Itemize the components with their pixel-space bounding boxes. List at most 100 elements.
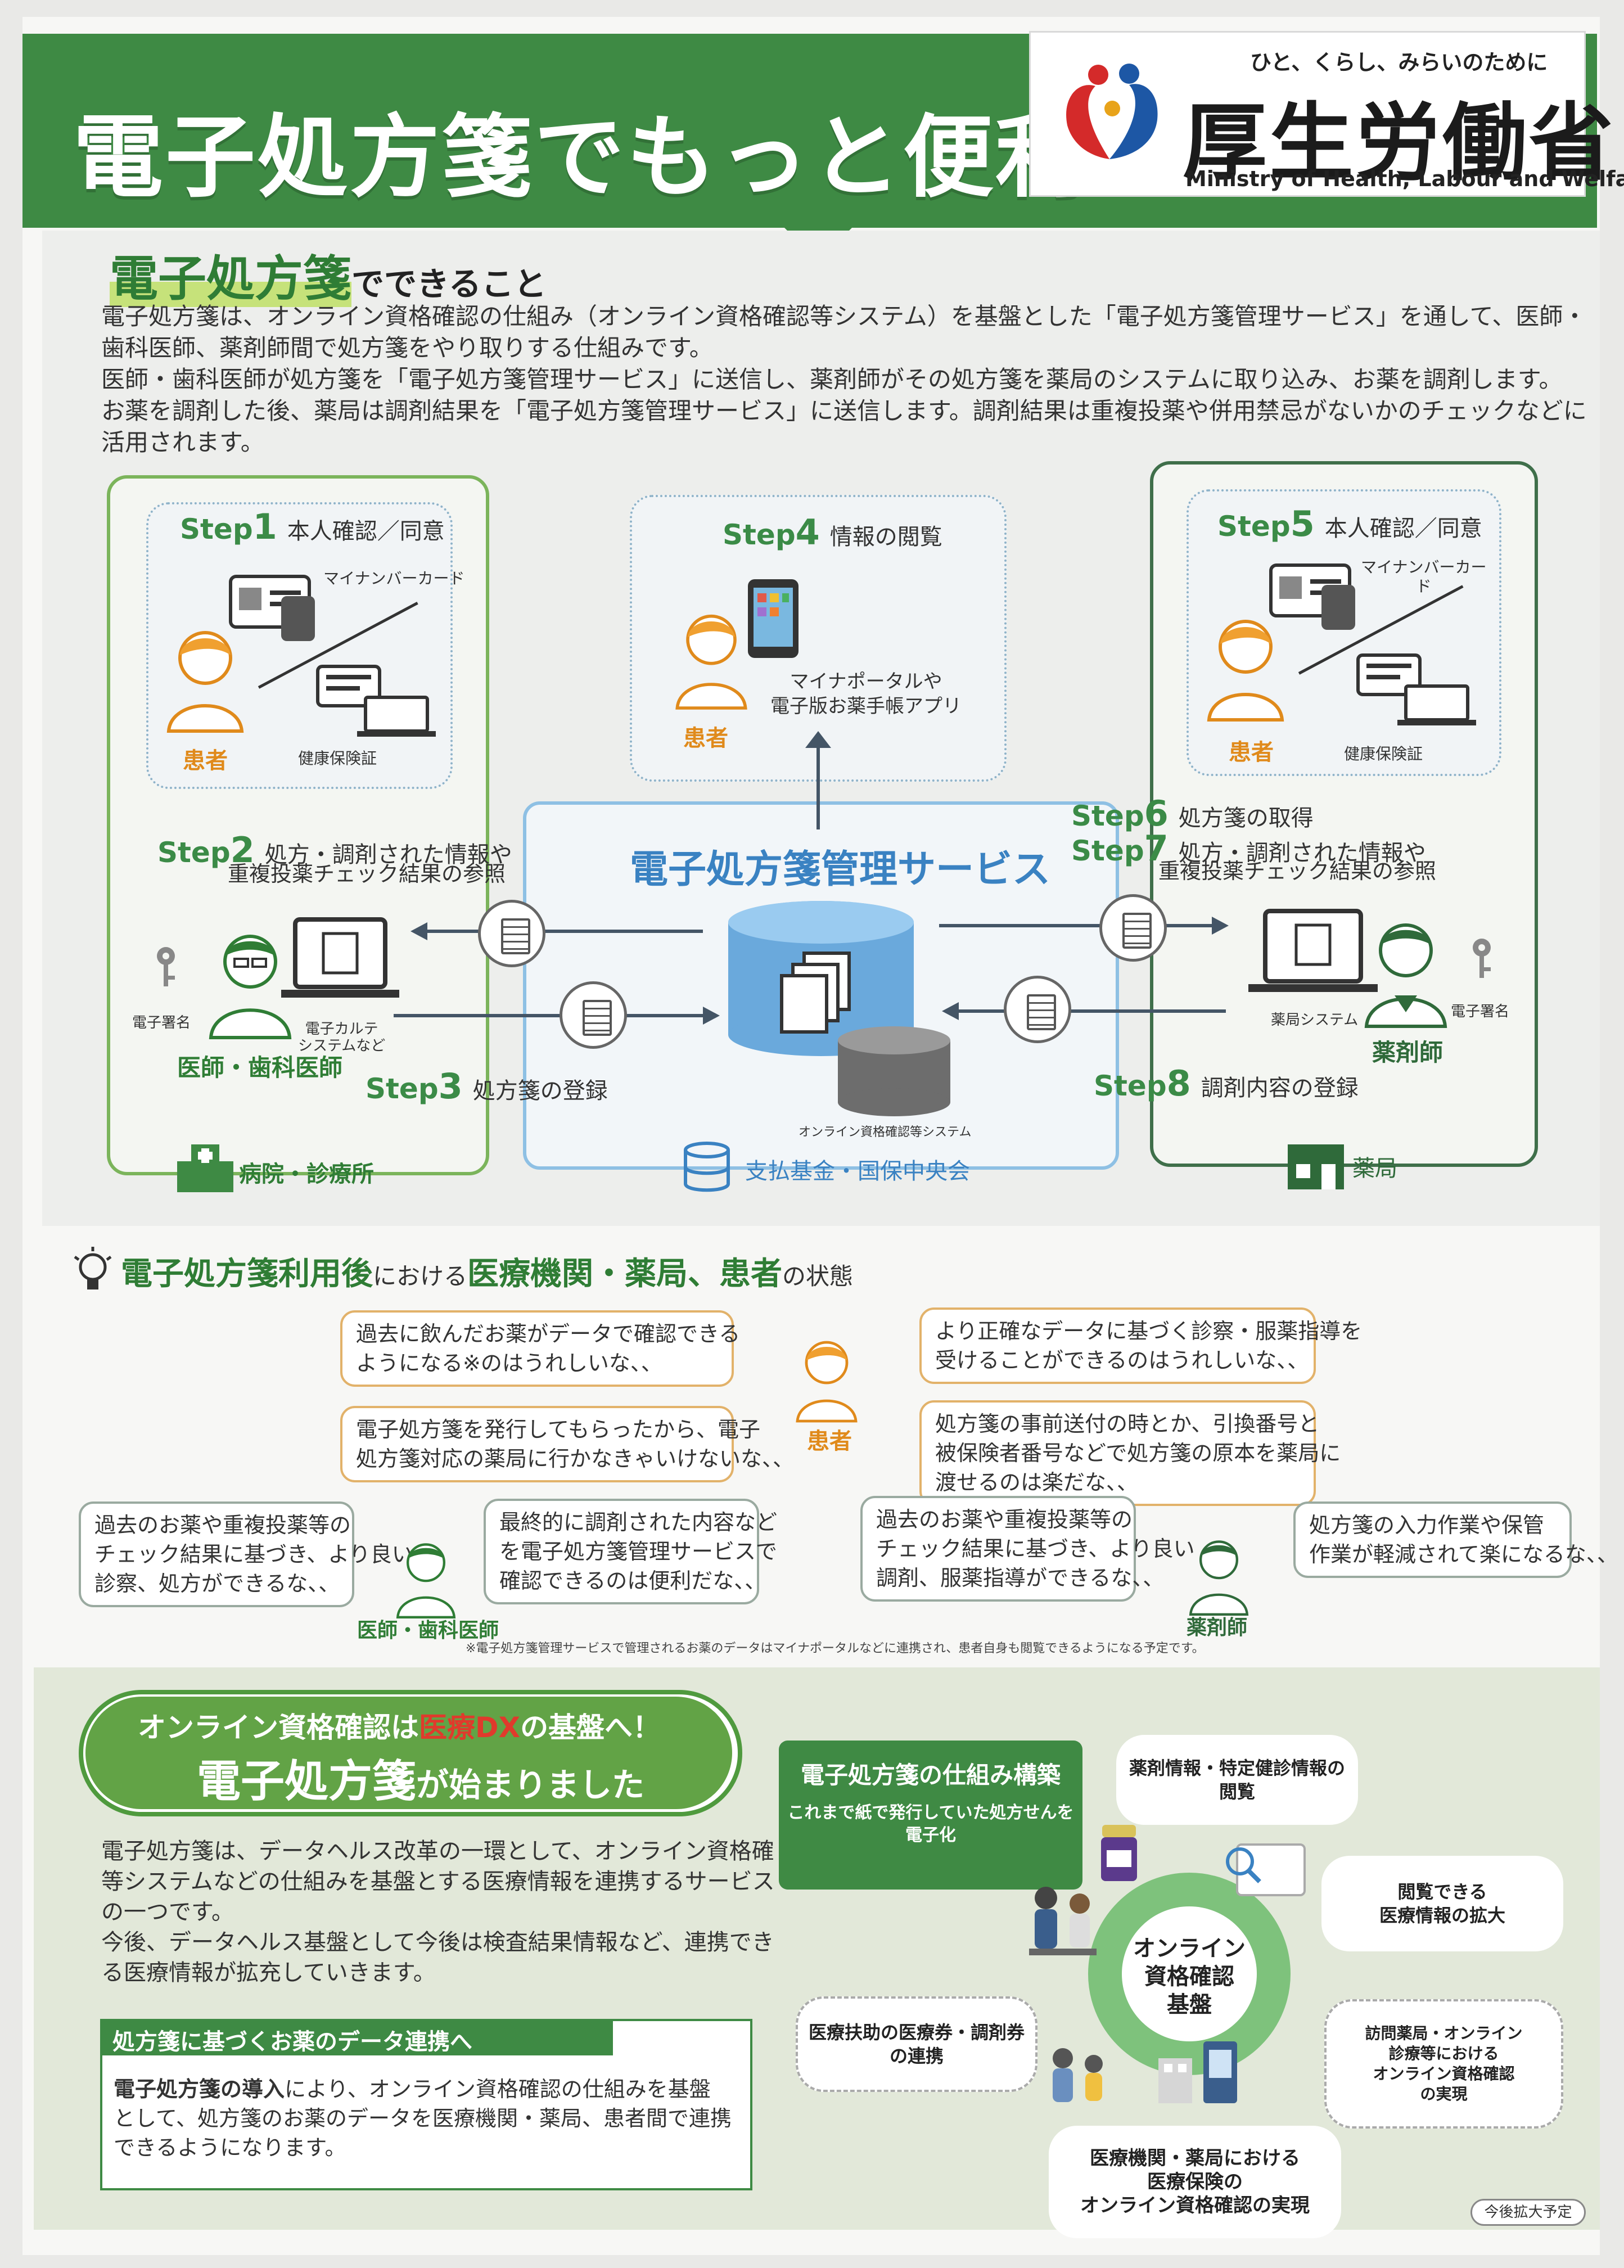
patient-bubble-3: より正確なデータに基づく診察・服薬指導を受けることができるのはうれしいな、、 (919, 1307, 1362, 1384)
patient-icon (675, 614, 747, 710)
prescription-doc-icon (478, 900, 545, 967)
arrow-up-head (805, 731, 831, 748)
patient-bubble-1: 過去に飲んだお薬がデータで確認できるようになる※のはうれしいな、、 (340, 1310, 740, 1387)
online-system-label: オンライン資格確認等システム (799, 1125, 972, 1139)
mynumber-card-label: マイナンバーカード (323, 569, 465, 588)
medical-staff-icon (1029, 1887, 1097, 1955)
pharmacy-laptop-icon (1248, 909, 1378, 992)
patient-icon (166, 631, 244, 733)
ministry-english-name: Ministry of Health, Labour and Welfare (1185, 166, 1624, 191)
online-verification-label: オンライン資格確認基盤 (1133, 1936, 1246, 2018)
prescription-doc-icon (560, 981, 627, 1049)
step2-desc2: 重複投薬チェック結果の参照 (228, 862, 506, 886)
footnote: ※電子処方箋管理サービスで管理されるお薬のデータはマイナポータルなどに連携され、… (466, 1642, 1205, 1656)
e-signature-label: 電子署名 (1451, 1003, 1510, 1020)
prescription-doc-icon (1004, 976, 1071, 1043)
insurance-card-icon (316, 665, 436, 737)
arrow-step6 (939, 924, 1215, 927)
patient-icon (796, 1341, 858, 1423)
arrow-step2 (422, 930, 703, 933)
arrow-left-head (942, 1002, 959, 1020)
cloud-drug-info: 薬剤情報・特定健診情報の閲覧 (1116, 1735, 1358, 1825)
section3-paragraph: 電子処方箋は、データヘルス改革の一環として、オンライン資格確 等システムなどの仕… (101, 1838, 775, 1986)
doctor-label: 医師・歯科医師 (177, 1054, 343, 1081)
ministry-logo-icon (1059, 64, 1166, 170)
arrow-right-head (703, 1007, 720, 1025)
fund-label: 支払基金・国保中央会 (745, 1158, 970, 1184)
e-prescription-card-body: これまで紙で発行していた処方せんを 電子化 (787, 1803, 1074, 1845)
headline-line2: 電子処方箋が始まりました (197, 1756, 645, 1807)
section1-heading: 電子処方箋でできること (110, 251, 547, 307)
hospital-icon (177, 1144, 233, 1192)
cloud-home-visit: 訪問薬局・オンライン診療等におけるオンライン資格確認の実現 (1324, 1999, 1563, 2129)
pharmacy-system-label: 薬局システム (1271, 1012, 1359, 1029)
mynumber-card-icon (1269, 563, 1355, 630)
section2-patient-label: 患者 (807, 1428, 852, 1454)
pharmacist-icon (1189, 1540, 1249, 1616)
pharmacist-bubble-2: 処方箋の入力作業や保管作業が軽減されて楽になるな、、 (1293, 1502, 1618, 1578)
step1-patient-label: 患者 (183, 748, 228, 774)
arrow-to-step4 (816, 740, 820, 829)
search-screen-icon (1226, 1843, 1306, 1896)
ministry-logo-box: ひと、くらし、みらいのために 厚生労働省 Ministry of Health,… (1029, 31, 1624, 197)
doctor-icon (396, 1543, 456, 1618)
pharmacy-label: 薬局 (1352, 1156, 1397, 1182)
lightbulb-icon (74, 1247, 112, 1289)
section1-paragraph: 電子処方箋は、オンライン資格確認の仕組み（オンライン資格確認等システム）を基盤と… (101, 303, 1587, 456)
hospital-label: 病院・診療所 (239, 1161, 374, 1187)
ministry-name: 厚生労働省 (1183, 94, 1616, 192)
section2-doctor-label: 医師・歯科医師 (357, 1619, 499, 1642)
patient-bubble-2: 電子処方箋を発行してもらったから、電子処方箋対応の薬局に行かなきゃいけないな、、 (340, 1406, 794, 1482)
cloud-expand-info: 閲覧できる医療情報の拡大 (1321, 1856, 1563, 1951)
database-icon (728, 901, 914, 1056)
pharmacist-icon (1364, 923, 1447, 1028)
service-title: 電子処方箋管理サービス (630, 847, 1051, 892)
data-link-body: 電子処方箋の導入により、オンライン資格確認の仕組みを基盤 として、処方箋のお薬の… (114, 2077, 732, 2160)
arrow-right-head (1212, 917, 1229, 935)
ehr-label: 電子カルテ システムなど (298, 1021, 386, 1054)
insurance-card-label: 健康保険証 (298, 749, 377, 768)
patient-icon (1207, 620, 1284, 722)
facility-icons (1158, 2041, 1237, 2103)
arrow-step3 (394, 1014, 709, 1017)
portal-label: マイナポータルや 電子版お薬手帳アプリ (770, 670, 962, 718)
cloud-medical-aid: 医療扶助の医療券・調剤券の連携 (796, 1996, 1037, 2092)
step7-desc2: 重複投薬チェック結果の参照 (1158, 859, 1437, 883)
cloud-institution-check: 医療機関・薬局における医療保険のオンライン資格確認の実現 (1049, 2126, 1341, 2238)
data-link-title: 処方箋に基づくお薬のデータ連携へ (101, 2019, 613, 2055)
headline-line1: オンライン資格確認は医療DXの基盤へ！ (138, 1711, 661, 1744)
mynumber-card-icon (229, 575, 315, 641)
doctor-bubble-2: 最終的に調剤された内容などを電子処方箋管理サービスで確認できるのは便利だな、、 (484, 1499, 777, 1604)
doctor-icon (209, 935, 292, 1039)
ehr-laptop-icon (281, 917, 399, 998)
smartphone-icon (748, 579, 799, 658)
insurance-card-icon (1356, 653, 1476, 725)
doctor-bubble-1: 過去のお薬や重複投薬等のチェック結果に基づき、より良い診察、処方ができるな、、 (79, 1502, 413, 1607)
prescription-doc-icon (1099, 894, 1167, 962)
insurance-card-label: 健康保険証 (1344, 745, 1423, 763)
key-icon (1473, 939, 1491, 978)
pharmacy-icon (1288, 1144, 1344, 1189)
arrow-step8 (956, 1009, 1226, 1013)
online-system-db-icon (838, 1026, 950, 1116)
pharmacist-label: 薬剤師 (1372, 1039, 1443, 1066)
e-signature-label: 電子署名 (132, 1014, 191, 1031)
section2-heading: 電子処方箋利用後における医療機関・薬局、患者の状態 (121, 1256, 854, 1292)
patient-bubble-4: 処方箋の事前送付の時とか、引換番号と被保険者番号などで処方箋の原本を薬局に渡せる… (919, 1400, 1341, 1506)
ministry-tagline: ひと、くらし、みらいのために (1250, 50, 1548, 75)
e-prescription-card: 電子処方箋の仕組み構築 これまで紙で発行していた処方せんを 電子化 (779, 1741, 1082, 1890)
mynumber-card-label: マイナンバーカー ド (1361, 558, 1487, 596)
medicine-bottle-icon (1101, 1825, 1137, 1881)
section2-pharmacist-label: 薬剤師 (1187, 1616, 1248, 1639)
step4-patient-label: 患者 (683, 725, 728, 751)
expand-planned-tag: 今後拡大予定 (1470, 2199, 1586, 2226)
arrow-left-head (410, 922, 427, 940)
key-icon (157, 947, 175, 986)
